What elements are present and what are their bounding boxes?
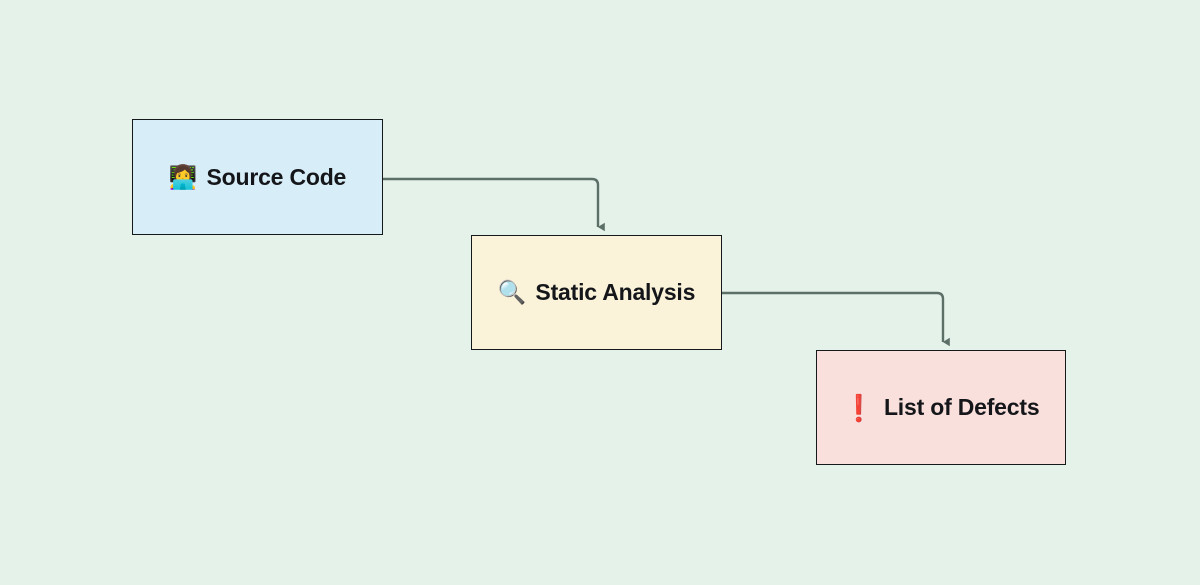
node-source-code[interactable]: 👩‍💻 Source Code xyxy=(132,119,383,235)
node-list-of-defects-content: ❗ List of Defects xyxy=(843,395,1040,421)
node-static-analysis-label: Static Analysis xyxy=(535,279,696,305)
node-source-code-label: Source Code xyxy=(206,163,347,190)
node-list-of-defects-label: List of Defects xyxy=(883,394,1040,420)
node-source-code-content: 👩‍💻 Source Code xyxy=(168,163,347,190)
node-static-analysis-content: 🔍 Static Analysis xyxy=(497,279,696,305)
node-list-of-defects[interactable]: ❗ List of Defects xyxy=(816,350,1066,465)
node-static-analysis[interactable]: 🔍 Static Analysis xyxy=(471,235,722,350)
edge-source-code-to-static-analysis xyxy=(383,177,605,232)
technologist-laptop-icon: 👩‍💻 xyxy=(168,163,198,190)
exclamation-mark-icon: ❗ xyxy=(842,392,875,423)
edge-static-analysis-to-list-of-defects xyxy=(722,291,950,347)
magnifying-glass-icon: 🔍 xyxy=(497,279,527,305)
